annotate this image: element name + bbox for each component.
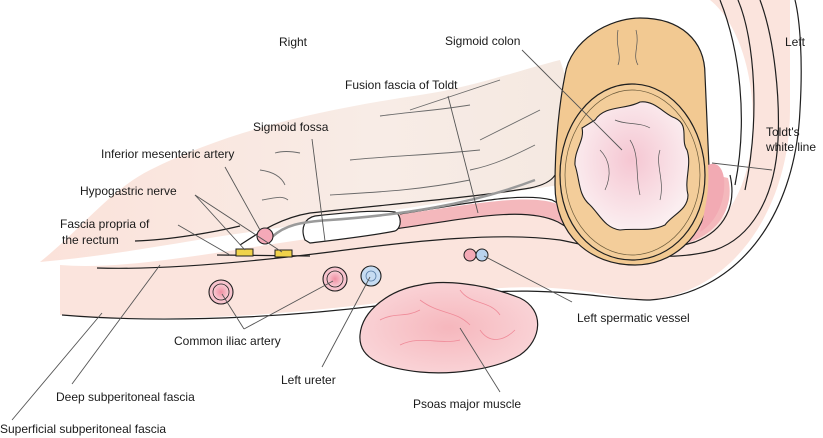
leader-cia-right [221, 293, 245, 330]
mesenteric-vessel-line [271, 178, 536, 238]
superficial-fascia-line [61, 0, 802, 320]
label-toldts-white-line-2: white line [766, 140, 817, 154]
common-iliac-artery-left [322, 266, 348, 292]
leader-spermatic [483, 255, 573, 303]
label-inferior-mesenteric-artery: Inferior mesenteric artery [101, 147, 235, 161]
peritoneum-line-outer [737, 0, 755, 191]
sigmoid-colon-ring-inner [564, 89, 701, 256]
toldts-white-line-region [700, 163, 725, 232]
colon-texture [599, 29, 662, 201]
label-sigmoid-fossa: Sigmoid fossa [253, 120, 329, 134]
psoas-texture [379, 289, 516, 346]
label-right: Right [279, 35, 308, 49]
label-common-iliac-artery: Common iliac artery [174, 334, 281, 348]
label-left: Left [785, 35, 806, 49]
leader-left-ureter [321, 276, 371, 368]
upper-mesentery-line [239, 174, 556, 246]
label-fusion-fascia-of-toldt: Fusion fascia of Toldt [345, 78, 458, 92]
label-fascia-propria-1: Fascia propria of [60, 217, 150, 231]
label-sigmoid-colon: Sigmoid colon [445, 34, 521, 48]
peritoneum-line-inner [719, 0, 742, 186]
leader-ima [224, 166, 261, 231]
leader-superficial-fascia [11, 312, 103, 421]
hypogastric-nerve-left [274, 249, 293, 258]
leader-sigmoid-fossa [311, 138, 326, 242]
leader-fascia-propria [177, 224, 231, 256]
leader-toldts-line [711, 162, 773, 171]
label-left-spermatic-vessel: Left spermatic vessel [577, 311, 690, 325]
left-spermatic-vein [475, 248, 489, 262]
hypogastric-nerve-plane [216, 254, 311, 257]
label-left-ureter: Left ureter [281, 373, 336, 387]
label-deep-subperitoneal-fascia: Deep subperitoneal fascia [56, 390, 195, 404]
label-toldts-white-line-1: Toldt's [766, 125, 800, 139]
fascia-propria-line [134, 225, 241, 242]
leader-nerve-a [194, 194, 246, 251]
inferior-mesenteric-artery-vessel [256, 227, 274, 245]
label-hypogastric-nerve: Hypogastric nerve [80, 184, 177, 198]
sigmoid-mesocolon [40, 60, 600, 262]
mesentery-texture [259, 79, 541, 201]
left-ureter-vessel [360, 265, 382, 287]
psoas-major-muscle [359, 282, 539, 374]
left-spermatic-artery [463, 248, 477, 262]
leader-fusion-fascia [447, 95, 479, 214]
label-psoas-major-muscle: Psoas major muscle [413, 397, 522, 411]
leader-deep-fascia [71, 264, 161, 385]
leader-sigmoid-colon [521, 49, 623, 151]
leader-nerve-b [194, 194, 283, 253]
label-superficial-subperitoneal-fascia: Superficial subperitoneal fascia [0, 422, 167, 436]
leader-psoas [459, 327, 501, 393]
label-fascia-propria-2: the rectum [62, 233, 119, 247]
common-iliac-artery-right [208, 279, 234, 305]
leader-cia-left [243, 280, 334, 330]
leader-lines [11, 49, 773, 421]
